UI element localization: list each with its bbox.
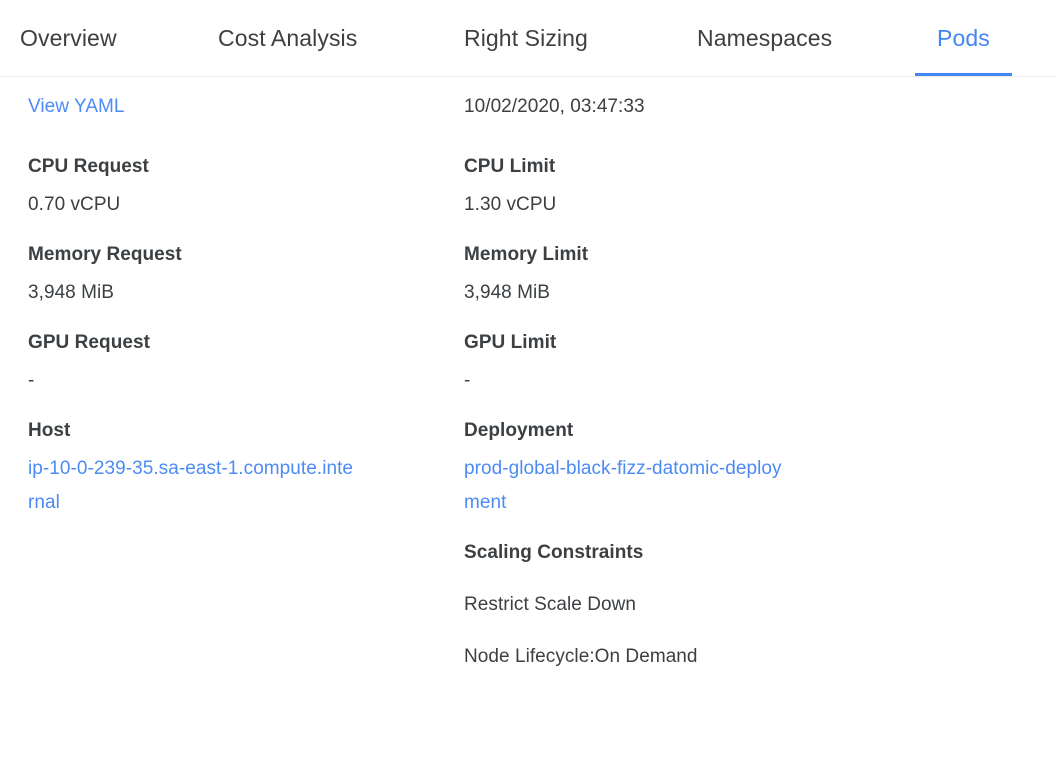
- field-cpu-limit: CPU Limit 1.30 vCPU: [464, 154, 864, 222]
- pod-detail-left-column: View YAML CPU Request 0.70 vCPU Memory R…: [28, 90, 428, 520]
- field-gpu-limit: GPU Limit -: [464, 330, 864, 398]
- field-cpu-request: CPU Request 0.70 vCPU: [28, 154, 428, 222]
- field-label: CPU Request: [28, 156, 149, 177]
- tab-label: Right Sizing: [464, 24, 588, 51]
- tab-right-sizing[interactable]: Right Sizing: [464, 0, 588, 76]
- field-value: 3,948 MiB: [28, 282, 114, 303]
- field-value: 1.30 vCPU: [464, 194, 557, 215]
- tab-cost-analysis[interactable]: Cost Analysis: [218, 0, 357, 76]
- scaling-constraints-heading: Scaling Constraints: [464, 542, 644, 563]
- field-memory-limit: Memory Limit 3,948 MiB: [464, 242, 864, 310]
- field-value: 0.70 vCPU: [28, 194, 121, 215]
- field-value: -: [464, 370, 471, 391]
- tab-pods[interactable]: Pods: [915, 0, 1012, 76]
- field-memory-request: Memory Request 3,948 MiB: [28, 242, 428, 310]
- view-yaml-link[interactable]: View YAML: [28, 96, 125, 117]
- field-label: Memory Limit: [464, 244, 589, 265]
- field-value: ip-10-0-239-35.sa-east-1.compute.interna…: [28, 452, 358, 520]
- field-value: 3,948 MiB: [464, 282, 550, 303]
- tab-label: Pods: [937, 24, 990, 51]
- field-deployment: Deployment prod-global-black-fizz-datomi…: [464, 418, 864, 520]
- field-host: Host ip-10-0-239-35.sa-east-1.compute.in…: [28, 418, 428, 520]
- tab-namespaces[interactable]: Namespaces: [697, 0, 832, 76]
- tab-label: Overview: [20, 24, 117, 51]
- tab-active-underline: [915, 73, 1012, 76]
- field-label: CPU Limit: [464, 156, 556, 177]
- pod-start-timestamp: 10/02/2020, 03:47:33: [464, 96, 645, 117]
- field-label: Deployment: [464, 420, 574, 441]
- field-label: Host: [28, 420, 71, 441]
- pod-detail-panel: View YAML CPU Request 0.70 vCPU Memory R…: [0, 77, 1056, 667]
- scaling-constraints-section: Scaling Constraints Restrict Scale Down …: [464, 540, 864, 670]
- field-value: prod-global-black-fizz-datomic-deploymen…: [464, 452, 794, 520]
- tab-label: Cost Analysis: [218, 24, 358, 51]
- field-label: GPU Request: [28, 332, 150, 353]
- tab-label: Namespaces: [697, 24, 833, 51]
- deployment-link[interactable]: prod-global-black-fizz-datomic-deploymen…: [464, 458, 782, 513]
- field-value: -: [28, 370, 35, 391]
- pod-detail-right-column: 10/02/2020, 03:47:33 CPU Limit 1.30 vCPU…: [464, 90, 864, 670]
- host-link[interactable]: ip-10-0-239-35.sa-east-1.compute.interna…: [28, 458, 354, 513]
- field-label: Memory Request: [28, 244, 182, 265]
- scaling-constraint-item: Node Lifecycle:On Demand: [464, 646, 698, 667]
- scaling-constraint-item: Restrict Scale Down: [464, 594, 637, 615]
- tab-overview[interactable]: Overview: [20, 0, 117, 76]
- field-gpu-request: GPU Request -: [28, 330, 428, 398]
- tab-bar: Overview Cost Analysis Right Sizing Name…: [0, 0, 1056, 77]
- field-label: GPU Limit: [464, 332, 557, 353]
